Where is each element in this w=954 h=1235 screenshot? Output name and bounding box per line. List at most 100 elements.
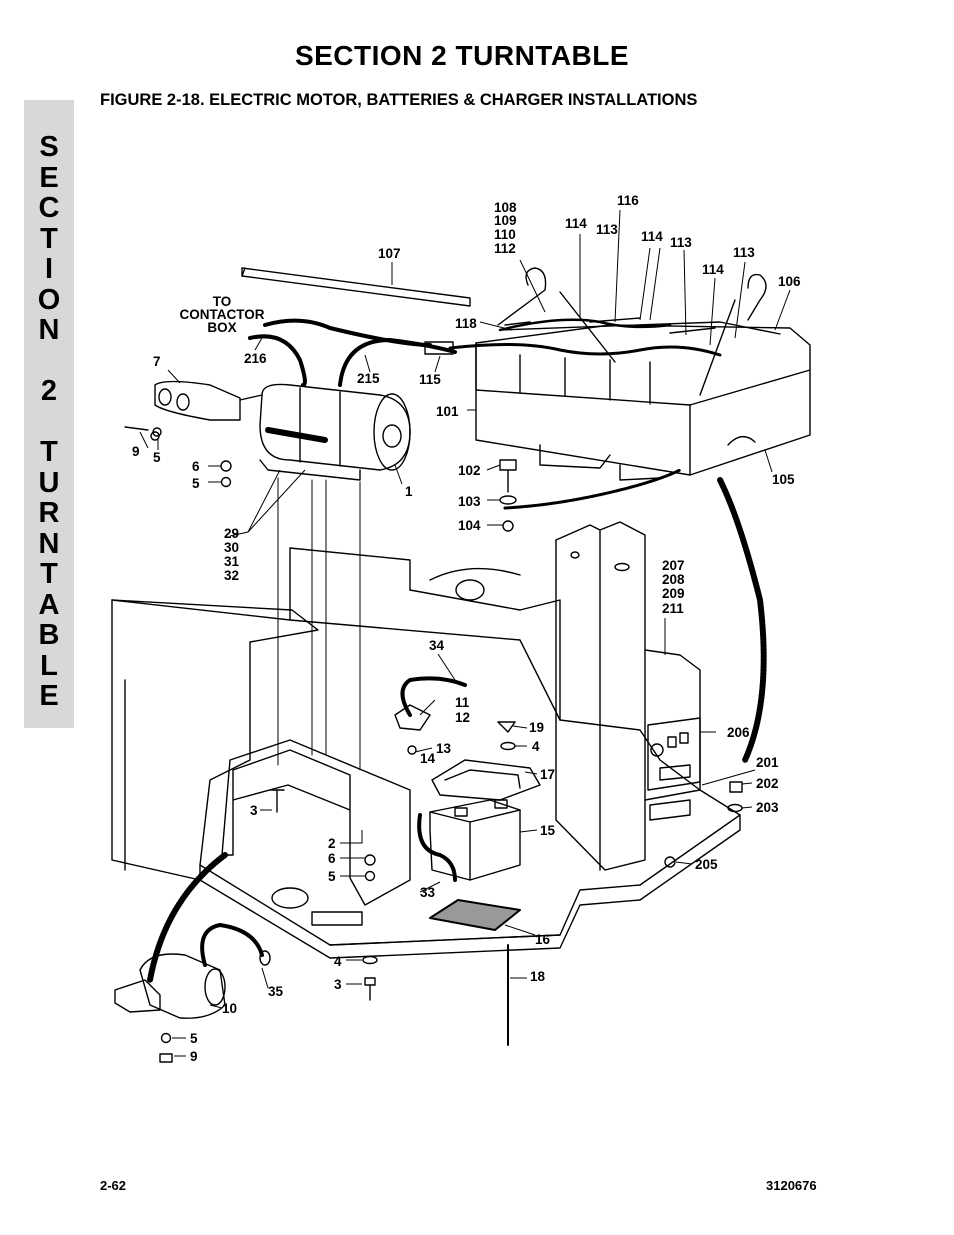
upright-post: [555, 521, 646, 871]
callout-118: 118: [455, 316, 477, 331]
figure-title: FIGURE 2-18. ELECTRIC MOTOR, BATTERIES &…: [100, 91, 698, 109]
callout-35: 35: [268, 984, 284, 999]
turntable-base-plate: [111, 599, 741, 946]
side-tab-letter: A: [38, 588, 60, 621]
callout-215: 215: [357, 371, 380, 386]
side-tab-letter: E: [39, 161, 59, 194]
pump-motor: [139, 953, 226, 1019]
callout-2: 2: [328, 836, 336, 851]
callout-105: 105: [772, 472, 795, 487]
document-number: 3120676: [766, 1178, 817, 1193]
callout-14: 14: [420, 751, 436, 766]
callout-1: 1: [405, 484, 413, 499]
side-tab-letter: U: [38, 466, 60, 499]
callout-201: 201: [756, 755, 779, 770]
hydraulic-pump: [154, 380, 241, 421]
callout-34: 34: [429, 638, 445, 653]
callout-29: 29: [224, 526, 239, 541]
callout-106: 106: [778, 274, 801, 289]
rear-frame-wall: [409, 589, 561, 721]
callout-203: 203: [756, 800, 779, 815]
callout-110: 110: [494, 227, 516, 242]
callout-4: 4: [334, 954, 342, 969]
motor-mount-bracket: [221, 739, 411, 906]
callout-113: 113: [596, 222, 618, 237]
side-tab-letter: 2: [40, 375, 58, 407]
callout-10: 10: [222, 1001, 237, 1016]
callout-18: 18: [530, 969, 546, 984]
section-title: SECTION 2 TURNTABLE: [294, 40, 630, 71]
callout-17: 17: [540, 767, 555, 782]
callout-114: 114: [565, 216, 587, 231]
callout-16: 16: [535, 932, 551, 947]
side-tab-letter: N: [38, 527, 60, 560]
side-tab-letter: T: [40, 222, 58, 255]
side-tab-letter: E: [39, 680, 59, 712]
callout-3: 3: [334, 977, 342, 992]
callout-108: 108: [494, 200, 517, 215]
battery-mat: [429, 899, 521, 931]
side-tab-letter: T: [40, 558, 58, 590]
callout-11: 11: [455, 695, 470, 710]
callout-102: 102: [458, 463, 481, 478]
callout-5: 5: [153, 450, 161, 465]
callout-9: 9: [132, 444, 140, 459]
callout-5: 5: [190, 1031, 198, 1046]
callout-15: 15: [540, 823, 556, 838]
battery: [429, 799, 521, 881]
callout-13: 13: [436, 741, 452, 756]
side-tab-letter: N: [38, 314, 60, 346]
callout-114: 114: [641, 229, 663, 244]
side-tab-letter: B: [38, 619, 60, 651]
callout-4: 4: [532, 739, 540, 754]
callout-6: 6: [192, 459, 200, 474]
callout-113: 113: [670, 235, 692, 250]
side-tab-letter: R: [38, 497, 60, 529]
callout-216: 216: [244, 351, 267, 366]
side-tab-letter: L: [40, 649, 58, 682]
callout-113: 113: [733, 245, 755, 260]
note-to-contactor-line1: TO: [213, 294, 232, 309]
note-to-contactor-line3: BOX: [207, 320, 236, 335]
callout-115: 115: [419, 372, 441, 387]
callout-207: 207: [662, 558, 685, 573]
callout-107: 107: [378, 246, 401, 261]
callout-208: 208: [662, 572, 685, 587]
callout-211: 211: [662, 601, 684, 616]
callout-205: 205: [695, 857, 718, 872]
callout-5: 5: [328, 869, 336, 884]
callout-12: 12: [455, 710, 470, 725]
side-tab-letter: O: [37, 283, 61, 316]
callout-9: 9: [190, 1049, 198, 1064]
callout-19: 19: [529, 720, 544, 735]
callout-112: 112: [494, 241, 516, 256]
callout-3: 3: [250, 803, 258, 818]
callout-101: 101: [436, 404, 459, 419]
callout-5: 5: [192, 476, 200, 491]
battery-hold-down: [431, 759, 541, 801]
page-number: 2-62: [100, 1178, 127, 1193]
callout-109: 109: [494, 213, 517, 228]
callout-116: 116: [617, 193, 639, 208]
callout-202: 202: [756, 776, 779, 791]
callout-33: 33: [420, 885, 436, 900]
callout-103: 103: [458, 494, 481, 509]
callout-114: 114: [702, 262, 724, 277]
callout-31: 31: [224, 554, 240, 569]
side-tab-letter: I: [44, 253, 54, 285]
battery-charger: [644, 649, 701, 801]
battery-tray: [475, 324, 811, 476]
side-tab-letter: S: [39, 131, 59, 163]
battery-cable-bundle: [448, 342, 722, 357]
callout-30: 30: [224, 540, 239, 555]
note-to-contactor-line2: CONTACTOR: [180, 307, 265, 322]
callout-206: 206: [727, 725, 750, 740]
callout-104: 104: [458, 518, 481, 533]
angle-bar: [241, 267, 471, 307]
charger-front-panel: [647, 717, 701, 791]
callout-209: 209: [662, 586, 685, 601]
callout-7: 7: [153, 354, 161, 369]
